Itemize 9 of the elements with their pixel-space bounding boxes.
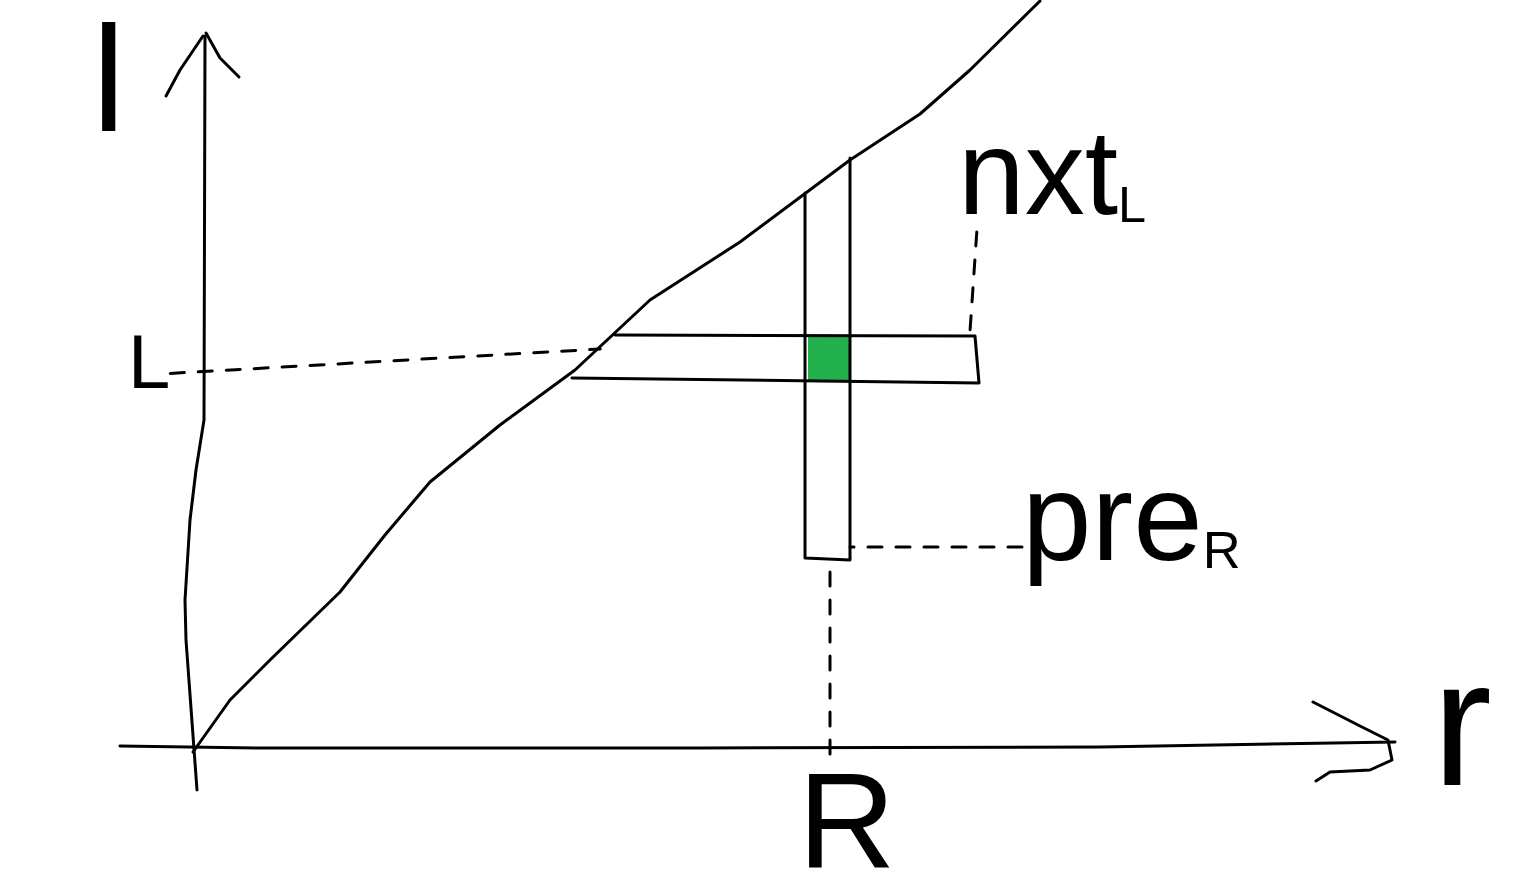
interval-bar — [803, 157, 852, 562]
axis-label: l — [92, 4, 126, 154]
interval-bar — [572, 334, 980, 384]
tick-label: R — [798, 754, 896, 889]
tick-label: L — [128, 324, 171, 400]
leader-line — [168, 347, 602, 375]
annotation-label: pre$_{R}$ — [1022, 442, 1241, 592]
annotation-label: nxt$_{L}$ — [958, 112, 1147, 232]
axis-label: r — [1432, 633, 1492, 813]
